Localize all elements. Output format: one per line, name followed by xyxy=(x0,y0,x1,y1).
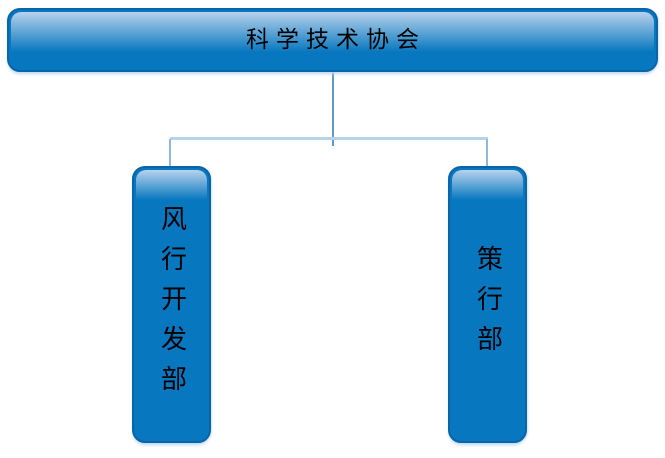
connector-drop-right xyxy=(486,139,488,166)
org-node-right-label: 策行部 xyxy=(472,244,503,365)
connector-trunk-line xyxy=(332,72,334,146)
connector-drop-left xyxy=(169,139,171,166)
org-node-left-label: 风行开发部 xyxy=(156,204,187,405)
connector-horizontal-rail xyxy=(170,137,488,140)
org-node-root-label: 科学技术协会 xyxy=(246,27,426,53)
org-node-right[interactable]: 策行部 xyxy=(448,166,527,443)
org-node-left[interactable]: 风行开发部 xyxy=(132,166,211,443)
org-node-root[interactable]: 科学技术协会 xyxy=(7,8,658,72)
